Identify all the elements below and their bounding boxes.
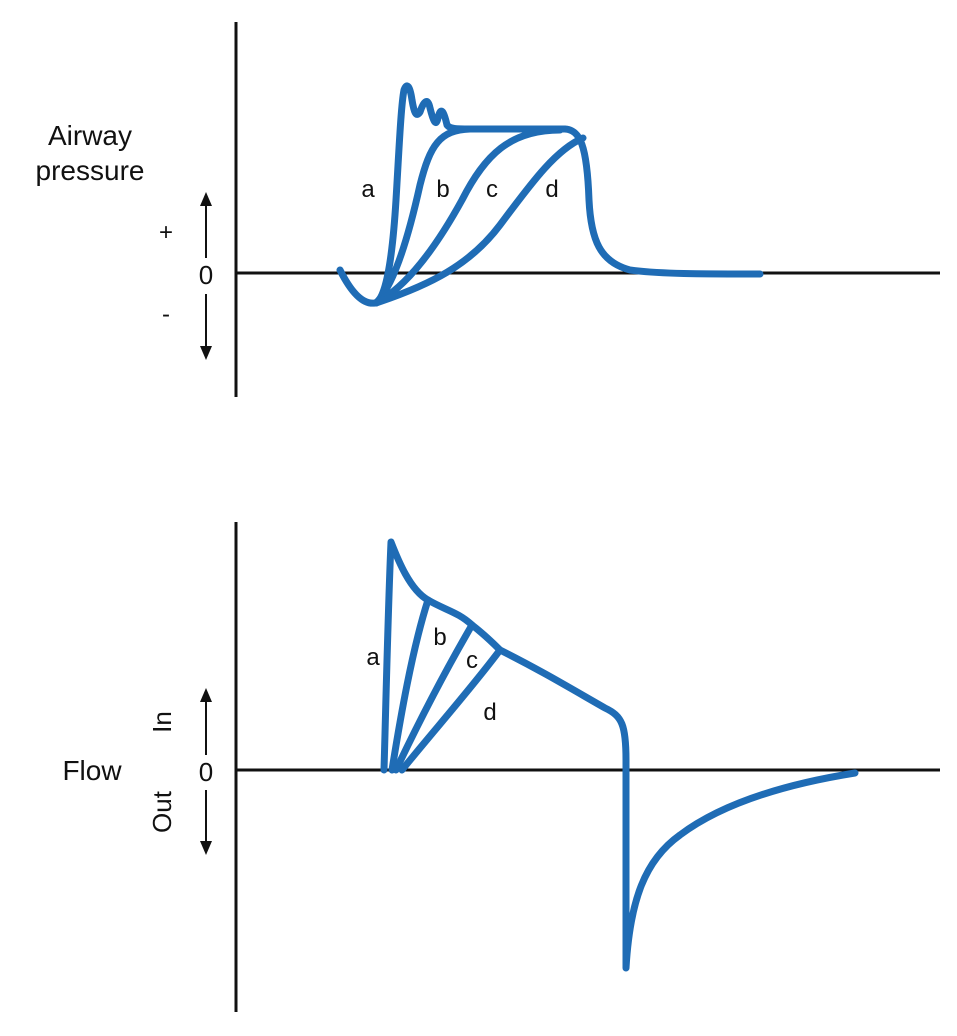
pressure-panel: Airway pressure + 0 - a b c d [36, 22, 940, 397]
flow-direction-arrows [200, 688, 212, 855]
pressure-plus-label: + [159, 219, 173, 246]
flow-curve-label-b: b [433, 624, 446, 651]
pressure-curve-label-d: d [545, 176, 558, 203]
flow-curve-d [398, 646, 504, 774]
flow-curve-label-d: d [483, 699, 496, 726]
flow-curve-c [392, 621, 476, 774]
flow-out-label: Out [147, 790, 177, 833]
flow-panel: Flow 0 In Out a b c d [62, 522, 940, 1012]
pressure-curve-label-a: a [361, 176, 375, 203]
flow-curve-a [380, 538, 859, 972]
flow-in-label: In [147, 711, 177, 733]
pressure-curve-label-b: b [436, 176, 449, 203]
pressure-curve-c [372, 126, 564, 307]
pressure-curve-d [372, 134, 587, 307]
pressure-title-line2: pressure [36, 155, 145, 186]
pressure-curve-b [372, 125, 474, 307]
pressure-minus-label: - [162, 301, 170, 328]
flow-zero-label: 0 [199, 757, 213, 787]
pressure-curve-label-c: c [486, 176, 498, 203]
flow-curve-b [388, 596, 432, 774]
pressure-direction-arrows [200, 192, 212, 360]
flow-title: Flow [62, 755, 122, 786]
pressure-title-line1: Airway [48, 120, 132, 151]
pressure-zero-label: 0 [199, 260, 213, 290]
flow-curve-label-c: c [466, 647, 478, 674]
pressure-curve-a [336, 82, 764, 307]
flow-curve-label-a: a [366, 644, 380, 671]
